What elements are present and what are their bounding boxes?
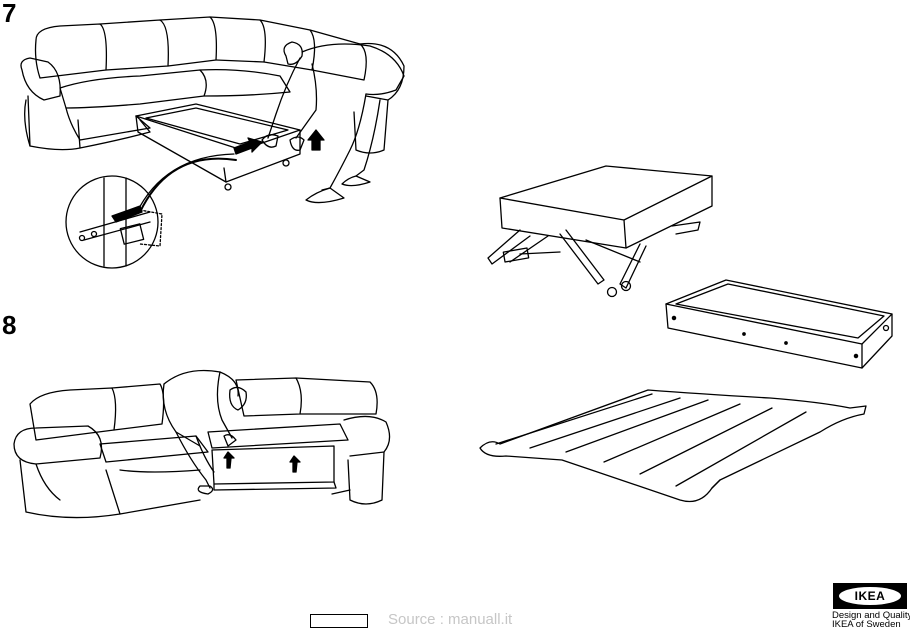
step8-sofa-illustration [13,369,391,519]
step8-sofa-base-illustration [35,463,201,515]
ikea-wordmark: IKEA [854,589,886,603]
ikea-logo: IKEA [833,583,907,609]
drawer-box-illustration [665,279,893,369]
sofa-bed-mechanism-illustration [487,165,713,298]
blank-label-box [310,614,368,628]
ikea-logo-oval: IKEA [839,587,901,605]
step-number-8: 8 [2,310,17,340]
source-watermark: Source : manuall.it [388,611,513,628]
brand-tagline-line-1: Design and Quality [832,610,910,621]
step7-sofa-illustration [20,16,405,269]
mattress-cover-illustration [479,389,867,503]
brand-tagline-line-2: IKEA of Sweden [832,619,901,630]
step-number-7: 7 [2,0,17,28]
